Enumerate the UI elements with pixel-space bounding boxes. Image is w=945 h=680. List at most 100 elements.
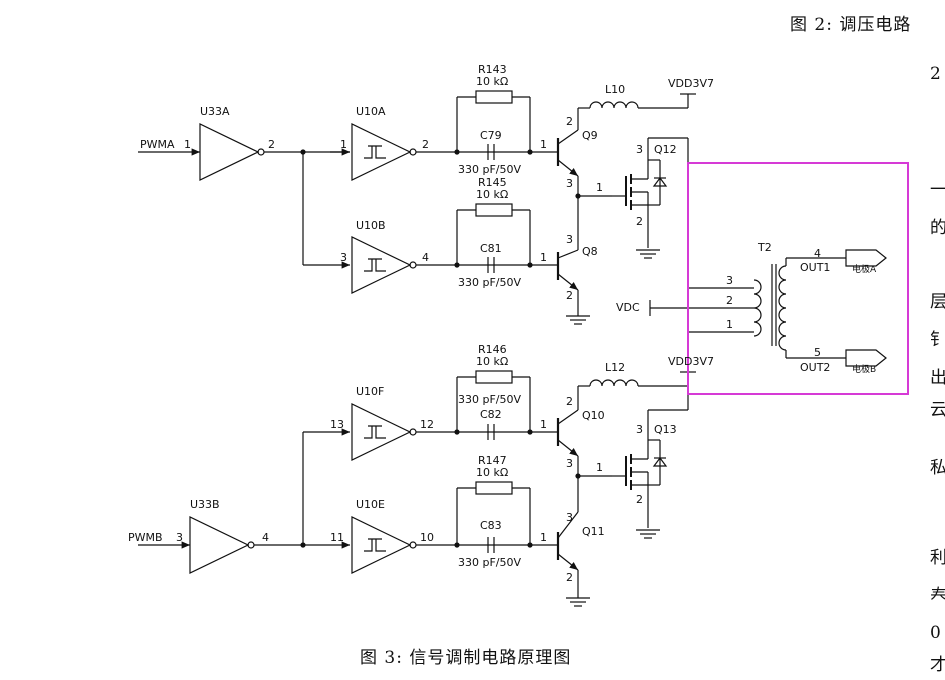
pin-label: 1 <box>596 181 603 194</box>
l12-label: L12 <box>605 361 626 374</box>
c81-value: 330 pF/50V <box>458 276 522 289</box>
out1-label: OUT1 <box>800 261 831 274</box>
pin-label: 2 <box>636 215 643 228</box>
q13-label: Q13 <box>654 423 677 436</box>
r147-value: 10 kΩ <box>476 466 509 479</box>
ground-q11 <box>566 597 590 607</box>
pin-label: 4 <box>422 251 429 264</box>
vdc-label: VDC <box>616 301 640 314</box>
pin-label: 1 <box>540 531 547 544</box>
right-text-fragment: 私 <box>930 458 945 478</box>
pin-label: 12 <box>420 418 434 431</box>
figure2-caption-fragment: 图 2: 调压电路 <box>790 15 912 35</box>
electrode-a-label: 电极A <box>852 265 877 275</box>
q13-mosfet <box>612 439 668 528</box>
pin-label: 3 <box>726 274 733 287</box>
right-text-fragment: 才 <box>930 655 945 675</box>
right-text-fragment: 云 <box>930 400 945 420</box>
u10a-label: U10A <box>356 105 386 118</box>
r143-resistor <box>475 90 513 104</box>
q10-label: Q10 <box>582 409 605 422</box>
l10-label: L10 <box>605 83 626 96</box>
t2-label: T2 <box>758 241 772 254</box>
r145-resistor <box>475 203 513 217</box>
r143-ref: R143 <box>478 63 507 76</box>
l12-inductor <box>578 371 696 387</box>
ground-q12 <box>636 249 660 259</box>
u33b-label: U33B <box>190 498 220 511</box>
right-text-fragment: 2 <box>930 64 941 84</box>
vdd-bottom-label: VDD3V7 <box>668 355 714 368</box>
out2-label: OUT2 <box>800 361 831 374</box>
q11-label: Q11 <box>582 525 605 538</box>
pin-label: 2 <box>566 289 573 302</box>
c83-ref: C83 <box>480 519 502 532</box>
right-text-fragment: 一 <box>930 180 945 200</box>
u10e-label: U10E <box>356 498 385 511</box>
c83-value: 330 pF/50V <box>458 556 522 569</box>
pin-label: 13 <box>330 418 344 431</box>
pin-label: 3 <box>566 177 573 190</box>
pin-label: 3 <box>176 531 183 544</box>
q11-transistor <box>556 511 579 571</box>
pin-label: 2 <box>636 493 643 506</box>
pwmb-label: PWMB <box>128 531 163 544</box>
c83-capacitor <box>487 537 495 553</box>
pin-label: 1 <box>540 251 547 264</box>
pin-label: 2 <box>726 294 733 307</box>
t2-transformer <box>753 264 787 351</box>
r147-resistor <box>475 481 513 495</box>
pin-label: 2 <box>566 115 573 128</box>
highlight-box <box>687 162 909 395</box>
q12-mosfet <box>612 159 668 248</box>
r145-ref: R145 <box>478 176 507 189</box>
right-text-fragment: 钅 <box>930 330 945 350</box>
electrode-a-port <box>845 249 887 267</box>
figure3-caption: 图 3: 信号调制电路原理图 <box>360 648 572 668</box>
c81-ref: C81 <box>480 242 502 255</box>
right-text-fragment: 层 <box>930 292 945 312</box>
pin-label: 1 <box>596 461 603 474</box>
pin-label: 3 <box>340 251 347 264</box>
ground-q8 <box>566 315 590 325</box>
l10-inductor <box>578 93 696 109</box>
pin-label: 1 <box>540 138 547 151</box>
pin-label: 5 <box>814 346 821 359</box>
pin-label: 3 <box>566 457 573 470</box>
u10b-gate <box>351 236 417 294</box>
u10e-gate <box>351 516 417 574</box>
electrode-b-port <box>845 349 887 367</box>
pwma-label: PWMA <box>140 138 175 151</box>
u33b-gate <box>189 516 255 574</box>
c79-value: 330 pF/50V <box>458 163 522 176</box>
pin-label: 3 <box>566 511 573 524</box>
pin-label: 1 <box>184 138 191 151</box>
right-text-fragment: 出 <box>930 368 945 388</box>
pin-label: 10 <box>420 531 434 544</box>
pin-label: 3 <box>636 143 643 156</box>
pin-label: 2 <box>566 571 573 584</box>
pin-label: 4 <box>814 247 821 260</box>
r147-ref: R147 <box>478 454 507 467</box>
r146-ref: R146 <box>478 343 507 356</box>
pin-label: 4 <box>262 531 269 544</box>
right-text-fragment: 0 <box>930 623 941 643</box>
q8-label: Q8 <box>582 245 598 258</box>
c82-ref: C82 <box>480 408 502 421</box>
q9-label: Q9 <box>582 129 598 142</box>
c82-value: 330 pF/50V <box>458 393 522 406</box>
right-text-fragment: 的 <box>930 218 945 238</box>
u10a-gate <box>351 123 417 181</box>
u10b-label: U10B <box>356 219 386 232</box>
pin-label: 1 <box>340 138 347 151</box>
pin-label: 2 <box>268 138 275 151</box>
electrode-b-label: 电极B <box>852 365 877 375</box>
q9-transistor <box>556 129 579 177</box>
u33a-gate <box>199 123 265 181</box>
c82-capacitor <box>487 424 495 440</box>
right-text-fragment: 利 <box>930 548 945 568</box>
pin-label: 3 <box>636 423 643 436</box>
q8-transistor <box>556 249 579 291</box>
r143-value: 10 kΩ <box>476 75 509 88</box>
c81-capacitor <box>487 257 495 273</box>
